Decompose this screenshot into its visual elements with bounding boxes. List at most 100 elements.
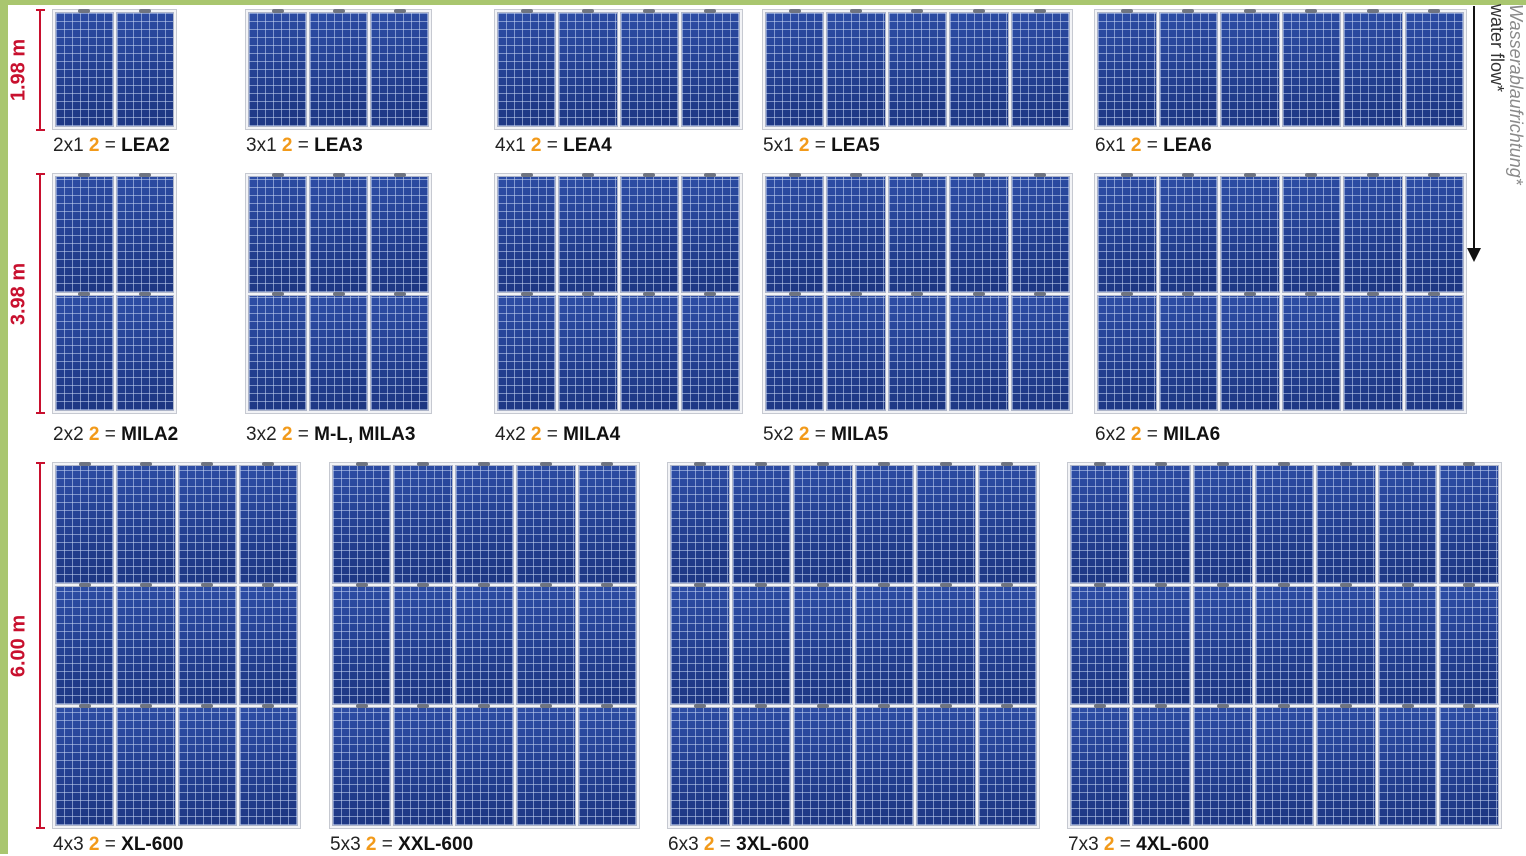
solar-panel: [1377, 462, 1438, 584]
solar-panel: [1193, 462, 1253, 584]
dimension-label: 3.98 m: [7, 262, 30, 325]
solar-panel: [55, 583, 115, 705]
mounting-clip-icon: [816, 583, 829, 587]
solar-panel: [1131, 583, 1192, 705]
solar-panel: [248, 173, 307, 293]
solar-panel: [731, 583, 791, 705]
mounting-clip-icon: [939, 462, 952, 466]
mounting-clip-icon: [1034, 9, 1047, 13]
mounting-clip-icon: [1093, 583, 1106, 587]
solar-panel: [454, 704, 515, 826]
caption-lea3: 3x1 2 = LEA3: [246, 135, 363, 156]
solar-panel: [1220, 173, 1280, 293]
solar-panel: [949, 291, 1009, 411]
mounting-clip-icon: [271, 173, 284, 177]
mounting-clip-icon: [1428, 173, 1441, 177]
model-name: 3XL-600: [736, 834, 810, 855]
caption-lea4: 4x1 2 = LEA4: [495, 135, 612, 156]
solar-panel: [115, 9, 174, 127]
mounting-clip-icon: [643, 291, 656, 296]
water-flow-label: Wasserablaufrichtung* water flow*: [1479, 4, 1526, 254]
mounting-clip-icon: [201, 704, 214, 708]
mounting-clip-icon: [1155, 583, 1168, 587]
solar-panel: [1097, 291, 1157, 411]
mounting-clip-icon: [1305, 9, 1318, 13]
mounting-clip-icon: [1120, 9, 1133, 13]
mounting-clip-icon: [816, 704, 829, 708]
solar-panel: [1254, 462, 1315, 584]
mounting-clip-icon: [601, 462, 614, 466]
mounting-clip-icon: [78, 583, 91, 587]
solar-panel: [393, 462, 453, 584]
mounting-clip-icon: [601, 583, 614, 587]
mounting-clip-icon: [1463, 583, 1476, 587]
solar-panel: [177, 462, 237, 584]
mounting-clip-icon: [1463, 462, 1476, 466]
mounting-clip-icon: [520, 291, 533, 296]
quantity-text: 2: [1130, 135, 1142, 156]
solar-panel: [826, 9, 886, 127]
solar-panel: [55, 291, 114, 411]
model-name: LEA5: [831, 135, 880, 156]
mounting-clip-icon: [355, 704, 368, 708]
config-text: 5x2: [763, 424, 794, 445]
caption-mila4: 4x2 2 = MILA4: [495, 424, 621, 445]
solar-panel: [949, 173, 1009, 293]
mounting-clip-icon: [1366, 173, 1379, 177]
solar-panel: [454, 462, 515, 584]
mounting-clip-icon: [478, 462, 491, 466]
model-name: LEA4: [563, 135, 612, 156]
solar-panel: [309, 173, 368, 293]
model-name: LEA3: [314, 135, 363, 156]
solar-panel: [1281, 173, 1341, 293]
mounting-clip-icon: [393, 173, 406, 177]
solar-panel: [370, 9, 429, 127]
panel-array-lea4: [494, 9, 743, 130]
solar-panel: [1193, 583, 1253, 705]
panel-array-mila3: [245, 173, 432, 414]
left-accent-bar: [0, 0, 8, 854]
solar-panel: [116, 704, 176, 826]
solar-panel: [916, 704, 976, 826]
mounting-clip-icon: [539, 704, 552, 708]
mounting-clip-icon: [850, 173, 863, 177]
solar-panel: [887, 173, 948, 293]
solar-panel: [1158, 9, 1218, 127]
solar-panel: [497, 173, 557, 293]
solar-panel: [1220, 291, 1280, 411]
mounting-clip-icon: [704, 291, 717, 296]
solar-panel: [680, 173, 740, 293]
config-text: 6x3: [668, 834, 699, 855]
mounting-clip-icon: [78, 9, 91, 13]
panel-array-xxl-600: [329, 462, 640, 829]
model-name: MILA6: [1163, 424, 1221, 445]
mounting-clip-icon: [1120, 173, 1133, 177]
model-name: M-L, MILA3: [314, 424, 416, 445]
solar-panel: [115, 291, 174, 411]
solar-panel: [55, 173, 114, 293]
mounting-clip-icon: [332, 9, 345, 13]
mounting-clip-icon: [1278, 704, 1291, 708]
mounting-clip-icon: [478, 704, 491, 708]
caption-xl-600: 4x3 2 = XL-600: [53, 834, 184, 855]
quantity-text: 2: [1103, 834, 1115, 855]
solar-panel: [309, 9, 368, 127]
mounting-clip-icon: [1216, 704, 1229, 708]
mounting-clip-icon: [139, 462, 152, 466]
solar-panel: [332, 462, 392, 584]
solar-panel: [1131, 462, 1192, 584]
panel-array-lea6: [1094, 9, 1467, 130]
mounting-clip-icon: [78, 704, 91, 708]
solar-panel: [826, 291, 886, 411]
solar-panel: [619, 173, 679, 293]
mounting-clip-icon: [520, 9, 533, 13]
model-name: XXL-600: [398, 834, 474, 855]
model-name: MILA4: [563, 424, 621, 445]
solar-panel: [177, 583, 237, 705]
solar-panel: [332, 583, 392, 705]
solar-panel: [577, 704, 637, 826]
dimension-label: 1.98 m: [7, 38, 30, 102]
arrow-down-icon: [1473, 6, 1475, 250]
solar-panel: [558, 173, 618, 293]
solar-panel: [1097, 173, 1157, 293]
